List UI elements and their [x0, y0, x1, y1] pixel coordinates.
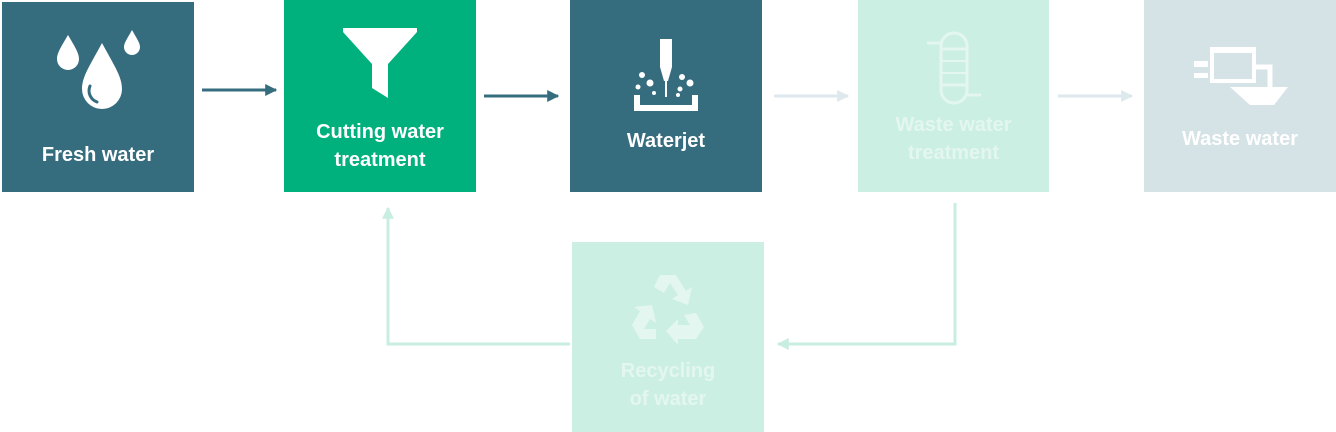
step-cutting-water-treatment: Cutting water treatment	[284, 0, 476, 192]
step-label: Cutting water treatment	[316, 121, 444, 171]
step-waste-water-treatment: Waste water treatment	[858, 0, 1049, 192]
arrow-waste-treatment-to-recycling	[776, 203, 957, 350]
sewage-drain-icon	[1194, 47, 1288, 105]
step-label: Fresh water	[41, 144, 155, 166]
recycle-icon	[632, 275, 704, 345]
step-label: Waste water treatment	[895, 114, 1012, 164]
funnel-icon	[343, 28, 417, 98]
step-waste-water: Waste water	[1144, 0, 1336, 192]
water-drops-icon	[57, 30, 140, 109]
step-label: Recycling of water	[620, 360, 716, 410]
step-label: Waterjet	[626, 130, 706, 152]
step-fresh-water: Fresh water	[2, 2, 194, 192]
step-recycling-of-water: Recycling of water	[572, 242, 764, 432]
step-label: Waste water	[1182, 128, 1298, 150]
treatment-tank-icon	[926, 31, 981, 105]
waterjet-nozzle-icon	[634, 39, 698, 111]
arrow-recycling-to-cutting	[382, 206, 570, 346]
step-waterjet: Waterjet	[570, 0, 762, 192]
